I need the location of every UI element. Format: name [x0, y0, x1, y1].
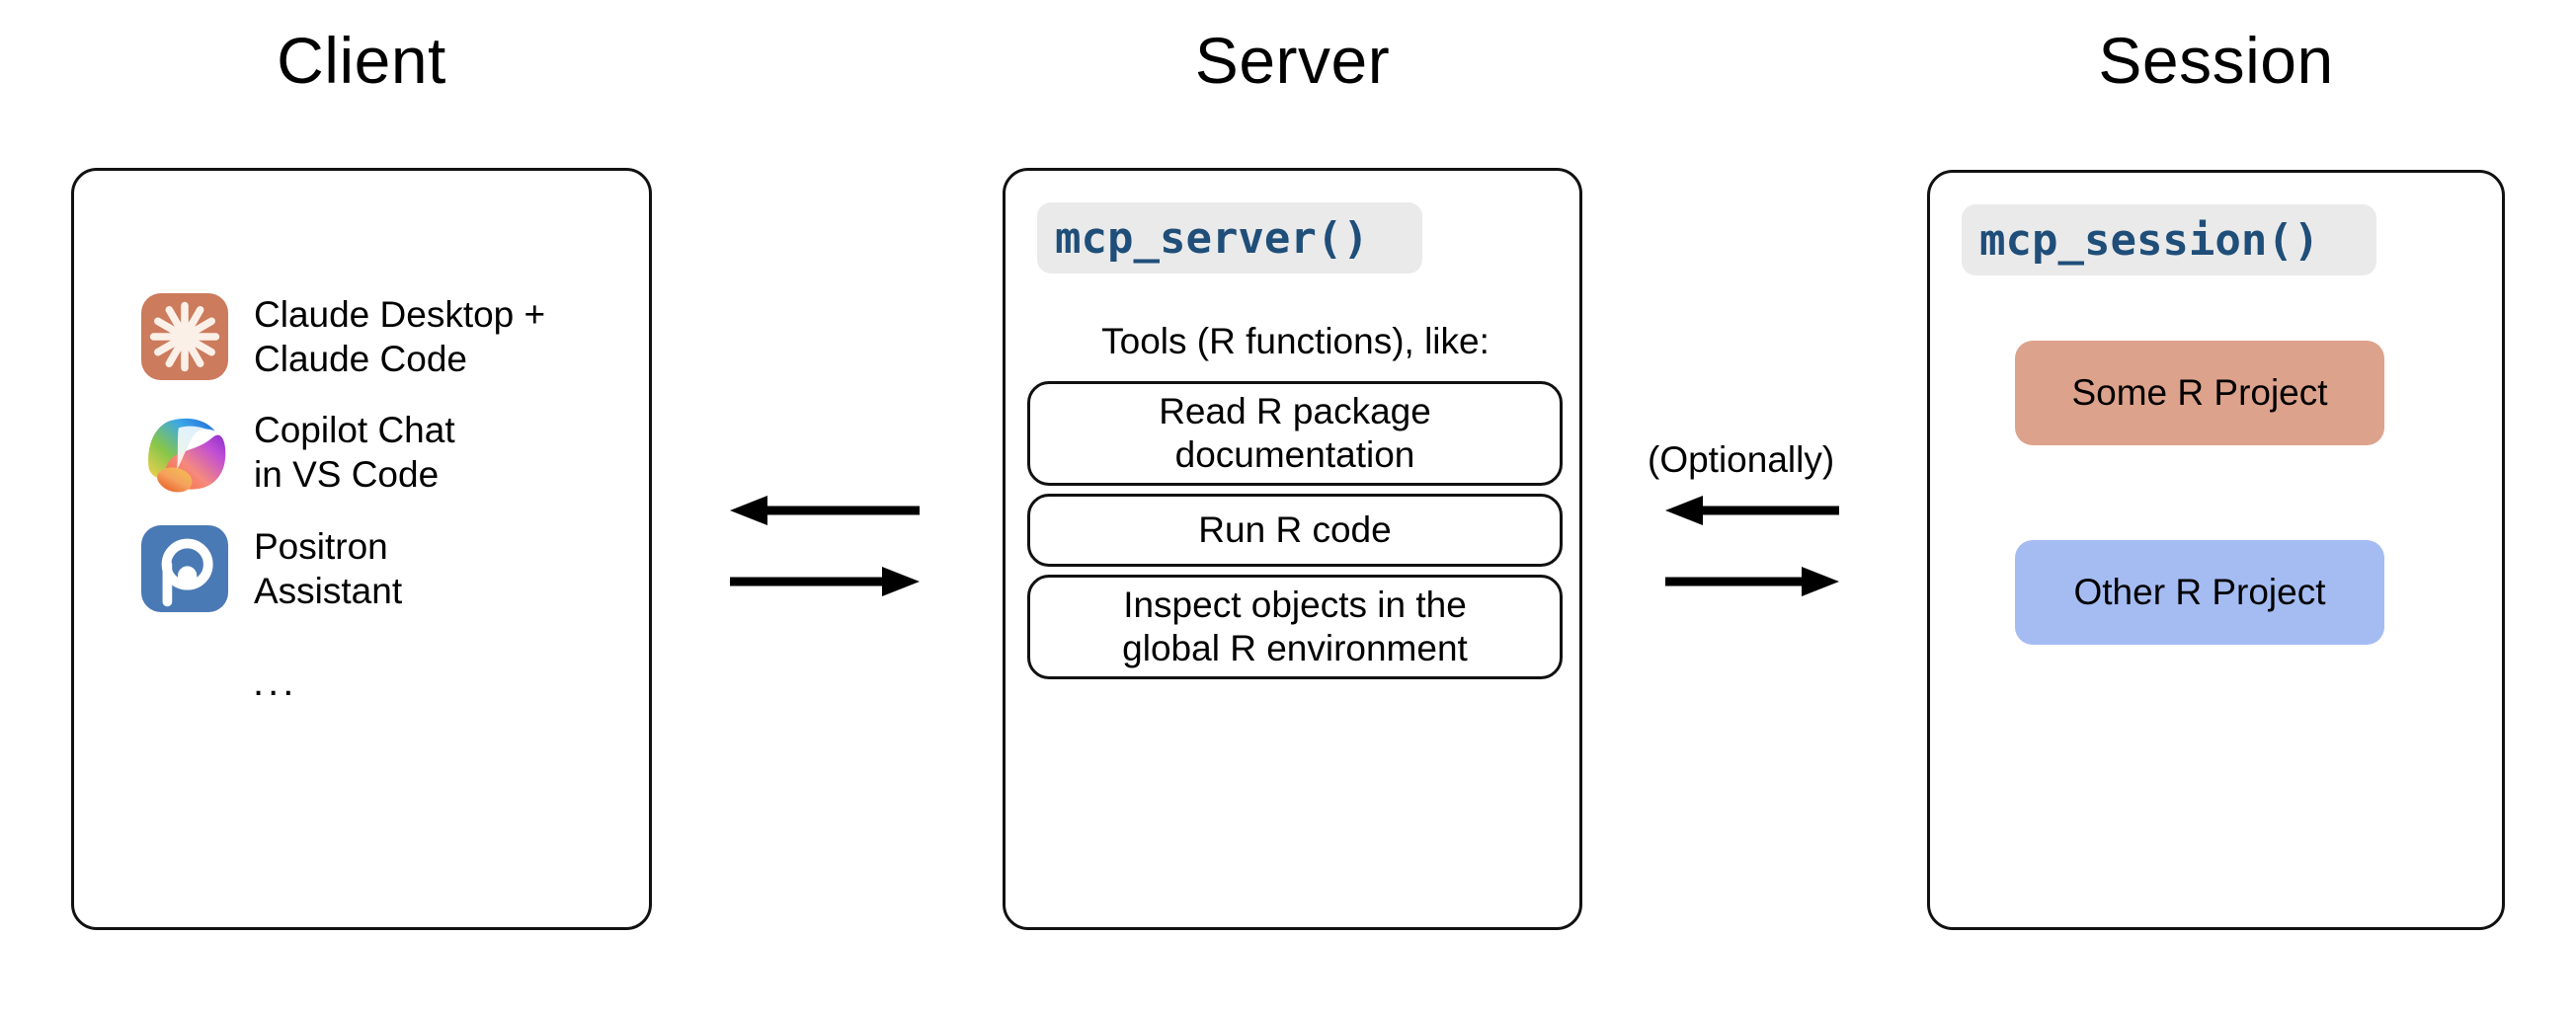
arrow-server-to-session	[1661, 565, 1843, 598]
server-panel: mcp_server() Tools (R functions), like: …	[1003, 168, 1582, 930]
session-project-some-r-project[interactable]: Some R Project	[2015, 341, 2384, 445]
mcp-server-code-chip: mcp_server()	[1037, 202, 1422, 273]
copilot-icon	[141, 409, 228, 496]
client-item-copilot[interactable]: Copilot Chat in VS Code	[141, 408, 455, 497]
client-panel: Claude Desktop + Claude Code	[71, 168, 652, 930]
arrow-client-to-server	[726, 565, 924, 598]
session-project-other-r-project[interactable]: Other R Project	[2015, 540, 2384, 645]
client-more-ellipsis: ...	[253, 661, 298, 704]
arrow-session-to-server	[1661, 494, 1843, 527]
claude-icon	[141, 293, 228, 381]
client-item-label: Claude Desktop + Claude Code	[254, 294, 546, 380]
client-item-label: Positron Assistant	[254, 526, 403, 612]
column-title-session: Session	[2098, 24, 2334, 97]
column-title-server: Server	[1194, 24, 1391, 97]
optionally-label: (Optionally)	[1648, 439, 1835, 480]
tool-box-run-code[interactable]: Run R code	[1027, 494, 1563, 567]
tool-box-read-docs[interactable]: Read R package documentation	[1027, 381, 1563, 486]
client-item-claude[interactable]: Claude Desktop + Claude Code	[141, 292, 545, 381]
client-item-positron[interactable]: Positron Assistant	[141, 524, 402, 613]
positron-icon	[141, 525, 228, 613]
mcp-session-code-chip: mcp_session()	[1962, 204, 2376, 275]
arrow-server-to-client	[726, 494, 924, 527]
tool-box-inspect-objects[interactable]: Inspect objects in the global R environm…	[1027, 575, 1563, 679]
session-panel: mcp_session() Some R Project Other R Pro…	[1927, 170, 2505, 930]
client-item-label: Copilot Chat in VS Code	[254, 410, 455, 496]
server-tools-caption: Tools (R functions), like:	[1101, 321, 1489, 361]
column-title-client: Client	[277, 24, 446, 97]
